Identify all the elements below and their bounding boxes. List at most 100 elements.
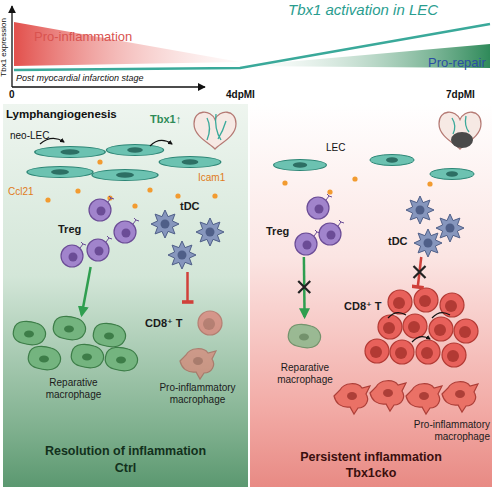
inflammatory-macrophage-cell: [334, 384, 370, 414]
treg-cell: [87, 236, 112, 261]
treg-cell: [307, 194, 332, 219]
cd8-cell: [378, 315, 402, 339]
cd8-cell: [390, 340, 414, 364]
heart-vessels: [207, 114, 226, 140]
cell-label: Reparative macrophage: [264, 362, 346, 385]
panel-caption: Resolution of inflammation: [3, 444, 248, 458]
cd8-cell: [429, 317, 453, 341]
cd8-cell: [198, 311, 222, 335]
proliferation-arrow: [388, 313, 450, 342]
treg-cell: [114, 218, 139, 243]
promotes-arrow: [82, 267, 91, 315]
cell-label: CD8⁺ T: [145, 317, 183, 330]
phase-label: Pro-inflammation: [34, 30, 132, 44]
cd8-cell: [388, 290, 412, 314]
chemokine-dot: [97, 159, 102, 164]
chemokine-dot: [45, 197, 50, 202]
cell-group: CD8⁺ T: [145, 305, 230, 345]
cell-label: Treg: [58, 223, 81, 236]
blocked-mark: [298, 281, 310, 293]
chemokine-dot: [132, 203, 137, 208]
y-axis: [11, 6, 12, 87]
cd8-cell: [365, 339, 389, 363]
panel-caption: Tbx1cko: [250, 466, 492, 480]
inhibits-line: [186, 272, 189, 302]
chemokine-dot: [282, 180, 287, 185]
cell-label: Treg: [266, 225, 289, 238]
cell-label: CD8⁺ T: [344, 300, 382, 313]
inflammatory-macrophage-cell: [180, 349, 216, 379]
condition-panel: Treg tDC CD8⁺ T Reparative macrophagePro-in…: [250, 104, 492, 487]
cd8-cell: [416, 340, 440, 364]
promotes-arrow: [303, 257, 306, 317]
infarct-area: [451, 132, 473, 148]
cd8-cell: [403, 314, 427, 338]
axis-title: Tbx1 expression: [0, 18, 9, 77]
cd8-cell: [442, 343, 466, 367]
condition-panel: Treg tDC CD8⁺ T Reparative macrophage Pro-in…: [3, 104, 248, 487]
gene-label: Tbx1↑: [150, 113, 181, 125]
chemokine-dot: [427, 181, 432, 186]
headline: Tbx1 activation in LEC: [288, 2, 438, 19]
tick-label: 4dpMI: [226, 89, 255, 100]
cell-group: Reparative macrophage: [12, 318, 135, 400]
heart-icon: [439, 112, 481, 149]
lymphatic-cell: [106, 145, 163, 156]
chemokine-dot: [75, 188, 80, 193]
heart-vessels: [452, 116, 469, 134]
inflammatory-macrophage-cell: [370, 381, 406, 411]
chemokine-dots: [282, 176, 432, 194]
reparative-macrophage-cell: [71, 344, 103, 367]
cd8-cell: [414, 288, 438, 312]
cell-group: Reparative macrophage: [260, 320, 350, 385]
cell-label: Pro-inflammatory macrophage: [395, 419, 490, 442]
cell-group: tDC: [380, 195, 470, 255]
chemokine-dot: [147, 187, 152, 192]
lymphatic-cell: [35, 147, 105, 158]
gene-label: Icam1: [198, 172, 225, 183]
axis-label: Post myocardial infarction stage: [16, 74, 144, 84]
cell-label: Reparative macrophage: [33, 377, 115, 400]
blocked-mark: [414, 266, 426, 278]
cell-label: tDC: [388, 235, 408, 248]
dendritic-cell: [151, 210, 179, 238]
inflammatory-macrophage-cell: [406, 384, 442, 414]
cell-group: Pro-inflammatory macrophage: [330, 376, 490, 442]
treg-cell: [295, 230, 320, 255]
cd8-cell: [440, 293, 464, 317]
section-title: Lymphangiogenesis: [6, 108, 117, 121]
treg-cell: [61, 242, 86, 267]
dendritic-cell: [168, 241, 196, 269]
reparative-macrophage-cell: [53, 316, 85, 339]
x-axis: [12, 86, 205, 87]
heart-icon: [194, 112, 236, 149]
tick-label: 0: [9, 89, 15, 100]
cd8-cell: [454, 319, 478, 343]
cell-group: Treg: [262, 195, 345, 255]
cell-group: tDC: [140, 200, 235, 270]
lymphatic-cell: [370, 155, 414, 166]
reparative-macrophage-cell: [13, 321, 45, 344]
chemokine-dot: [212, 193, 217, 198]
lymphatic-cell: [27, 167, 93, 178]
inhibits-line: [418, 257, 422, 287]
cell-label: neo-LEC: [10, 130, 49, 141]
cell-label: LEC: [326, 142, 345, 153]
dendritic-cell: [414, 229, 442, 257]
repair-wedge: [240, 44, 490, 68]
dendritic-cell: [436, 214, 464, 242]
chemokine-dots: [45, 159, 217, 208]
chemokine-dot: [107, 195, 112, 200]
treg-cell: [319, 220, 344, 245]
lymphatic-cell: [92, 170, 158, 181]
cell-group: Pro-inflammatory macrophage: [150, 345, 245, 405]
inflammatory-macrophage-cell: [442, 382, 478, 412]
lymphatic-cell: [274, 160, 327, 171]
gene-label: Ccl21: [8, 186, 34, 197]
cross-mark: [298, 281, 310, 293]
reparative-macrophage-cell: [105, 347, 137, 370]
panel-caption: Persistent inflammation: [250, 450, 492, 464]
lymphatic-cell: [430, 169, 474, 180]
dendritic-cell: [406, 196, 434, 224]
